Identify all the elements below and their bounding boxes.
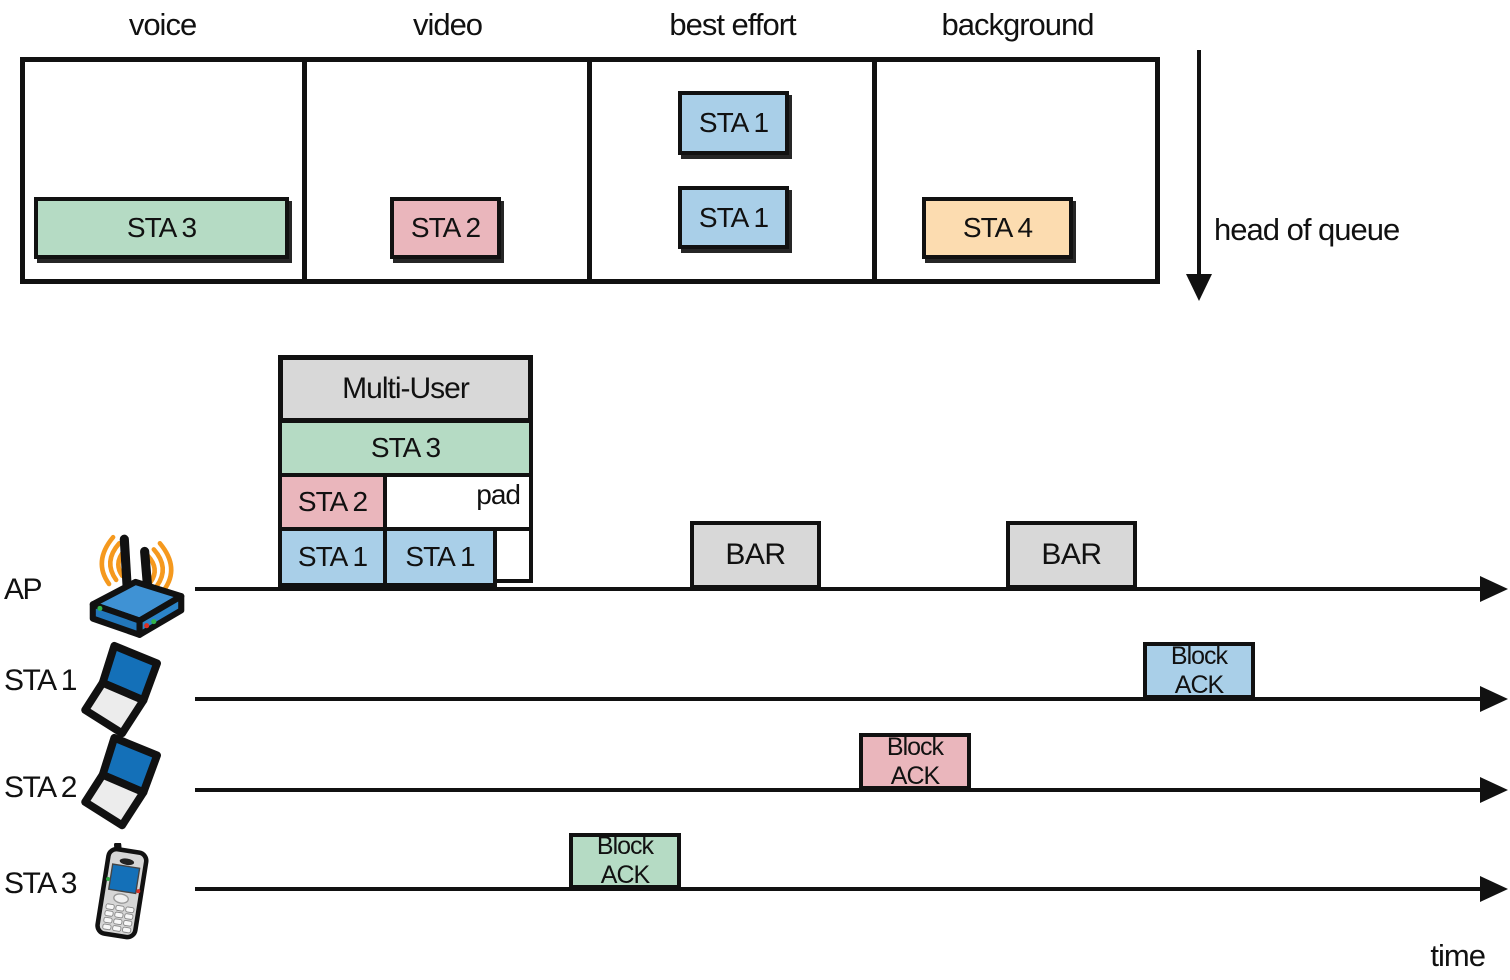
smartphone-icon bbox=[95, 843, 149, 940]
sta3-row-label: STA 3 bbox=[4, 867, 77, 900]
sta1-row-label: STA 1 bbox=[4, 664, 77, 697]
timeline-sta2 bbox=[195, 788, 1481, 792]
arrow-right-icon bbox=[1480, 777, 1508, 803]
head-of-queue-label: head of queue bbox=[1214, 212, 1400, 247]
block-ack-sta3: Block ACK bbox=[569, 832, 681, 889]
block-ack-sta2: Block ACK bbox=[859, 733, 971, 790]
queue-label-voice: voice bbox=[128, 7, 197, 42]
queue-divider bbox=[302, 57, 307, 284]
sta2-row-label: STA 2 bbox=[4, 771, 77, 804]
queue-divider bbox=[872, 57, 877, 284]
arrow-right-icon bbox=[1480, 876, 1508, 902]
laptop-icon bbox=[81, 733, 161, 830]
head-of-queue-arrow-line bbox=[1197, 50, 1201, 276]
timeline-ap bbox=[195, 587, 1481, 591]
mu-frame-sta3: STA 3 bbox=[278, 419, 533, 477]
ap-row-label: AP bbox=[4, 573, 43, 606]
bar-frame-1: BAR bbox=[690, 521, 821, 589]
laptop-icon bbox=[81, 641, 161, 738]
queue-label-video: video bbox=[412, 7, 483, 42]
time-axis-label: time bbox=[1430, 938, 1486, 973]
queue-item-sta1-besteffort-2: STA 1 bbox=[678, 186, 789, 249]
mu-frame-pad-label: pad bbox=[476, 479, 521, 510]
queue-divider bbox=[587, 57, 592, 284]
block-ack-sta1: Block ACK bbox=[1143, 642, 1255, 699]
timeline-sta3 bbox=[195, 887, 1481, 891]
arrow-right-icon bbox=[1480, 686, 1508, 712]
bar-frame-2: BAR bbox=[1006, 521, 1137, 589]
access-point-icon bbox=[89, 534, 185, 638]
mu-frame-header: Multi-User bbox=[278, 355, 533, 423]
mu-frame-sta1-second: STA 1 bbox=[383, 527, 497, 587]
mu-frame-sta1-first: STA 1 bbox=[278, 527, 387, 587]
queue-label-background: background bbox=[941, 7, 1094, 42]
queue-label-best-effort: best effort bbox=[669, 7, 796, 42]
arrow-down-icon bbox=[1186, 274, 1212, 301]
queue-item-sta2-video: STA 2 bbox=[390, 197, 501, 259]
arrow-right-icon bbox=[1480, 576, 1508, 602]
mu-frame-sta2: STA 2 bbox=[278, 473, 387, 531]
queue-item-sta1-besteffort-1: STA 1 bbox=[678, 91, 789, 155]
mu-frame-pad-region bbox=[493, 527, 533, 583]
queue-item-sta3-voice: STA 3 bbox=[34, 197, 289, 259]
queue-item-sta4-background: STA 4 bbox=[922, 197, 1073, 259]
timeline-sta1 bbox=[195, 697, 1481, 701]
